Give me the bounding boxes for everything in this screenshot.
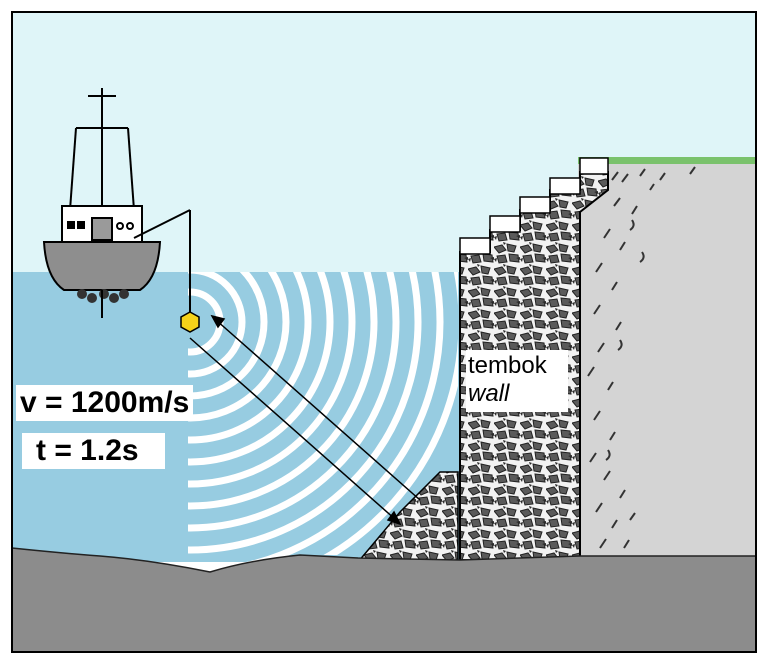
ship-icon bbox=[42, 88, 191, 318]
sonar-waves bbox=[12, 272, 458, 572]
sonar-transducer-icon bbox=[180, 311, 200, 333]
cliff-texture bbox=[587, 166, 696, 549]
wall-label: tembok wall bbox=[466, 350, 568, 412]
sound-ray-outgoing bbox=[189, 337, 402, 526]
seabed bbox=[11, 547, 757, 653]
wall-label-primary: tembok bbox=[468, 352, 547, 379]
cliff-grass bbox=[578, 157, 756, 164]
cliff bbox=[578, 162, 756, 562]
velocity-label: v = 1200m/s bbox=[16, 385, 194, 421]
wall-label-secondary: wall bbox=[468, 380, 510, 407]
rubble-slope bbox=[356, 471, 459, 563]
wall-steps bbox=[459, 157, 609, 255]
sound-ray-return bbox=[210, 314, 421, 501]
diagram-frame bbox=[11, 11, 757, 653]
time-label: t = 1.2s bbox=[22, 433, 165, 469]
